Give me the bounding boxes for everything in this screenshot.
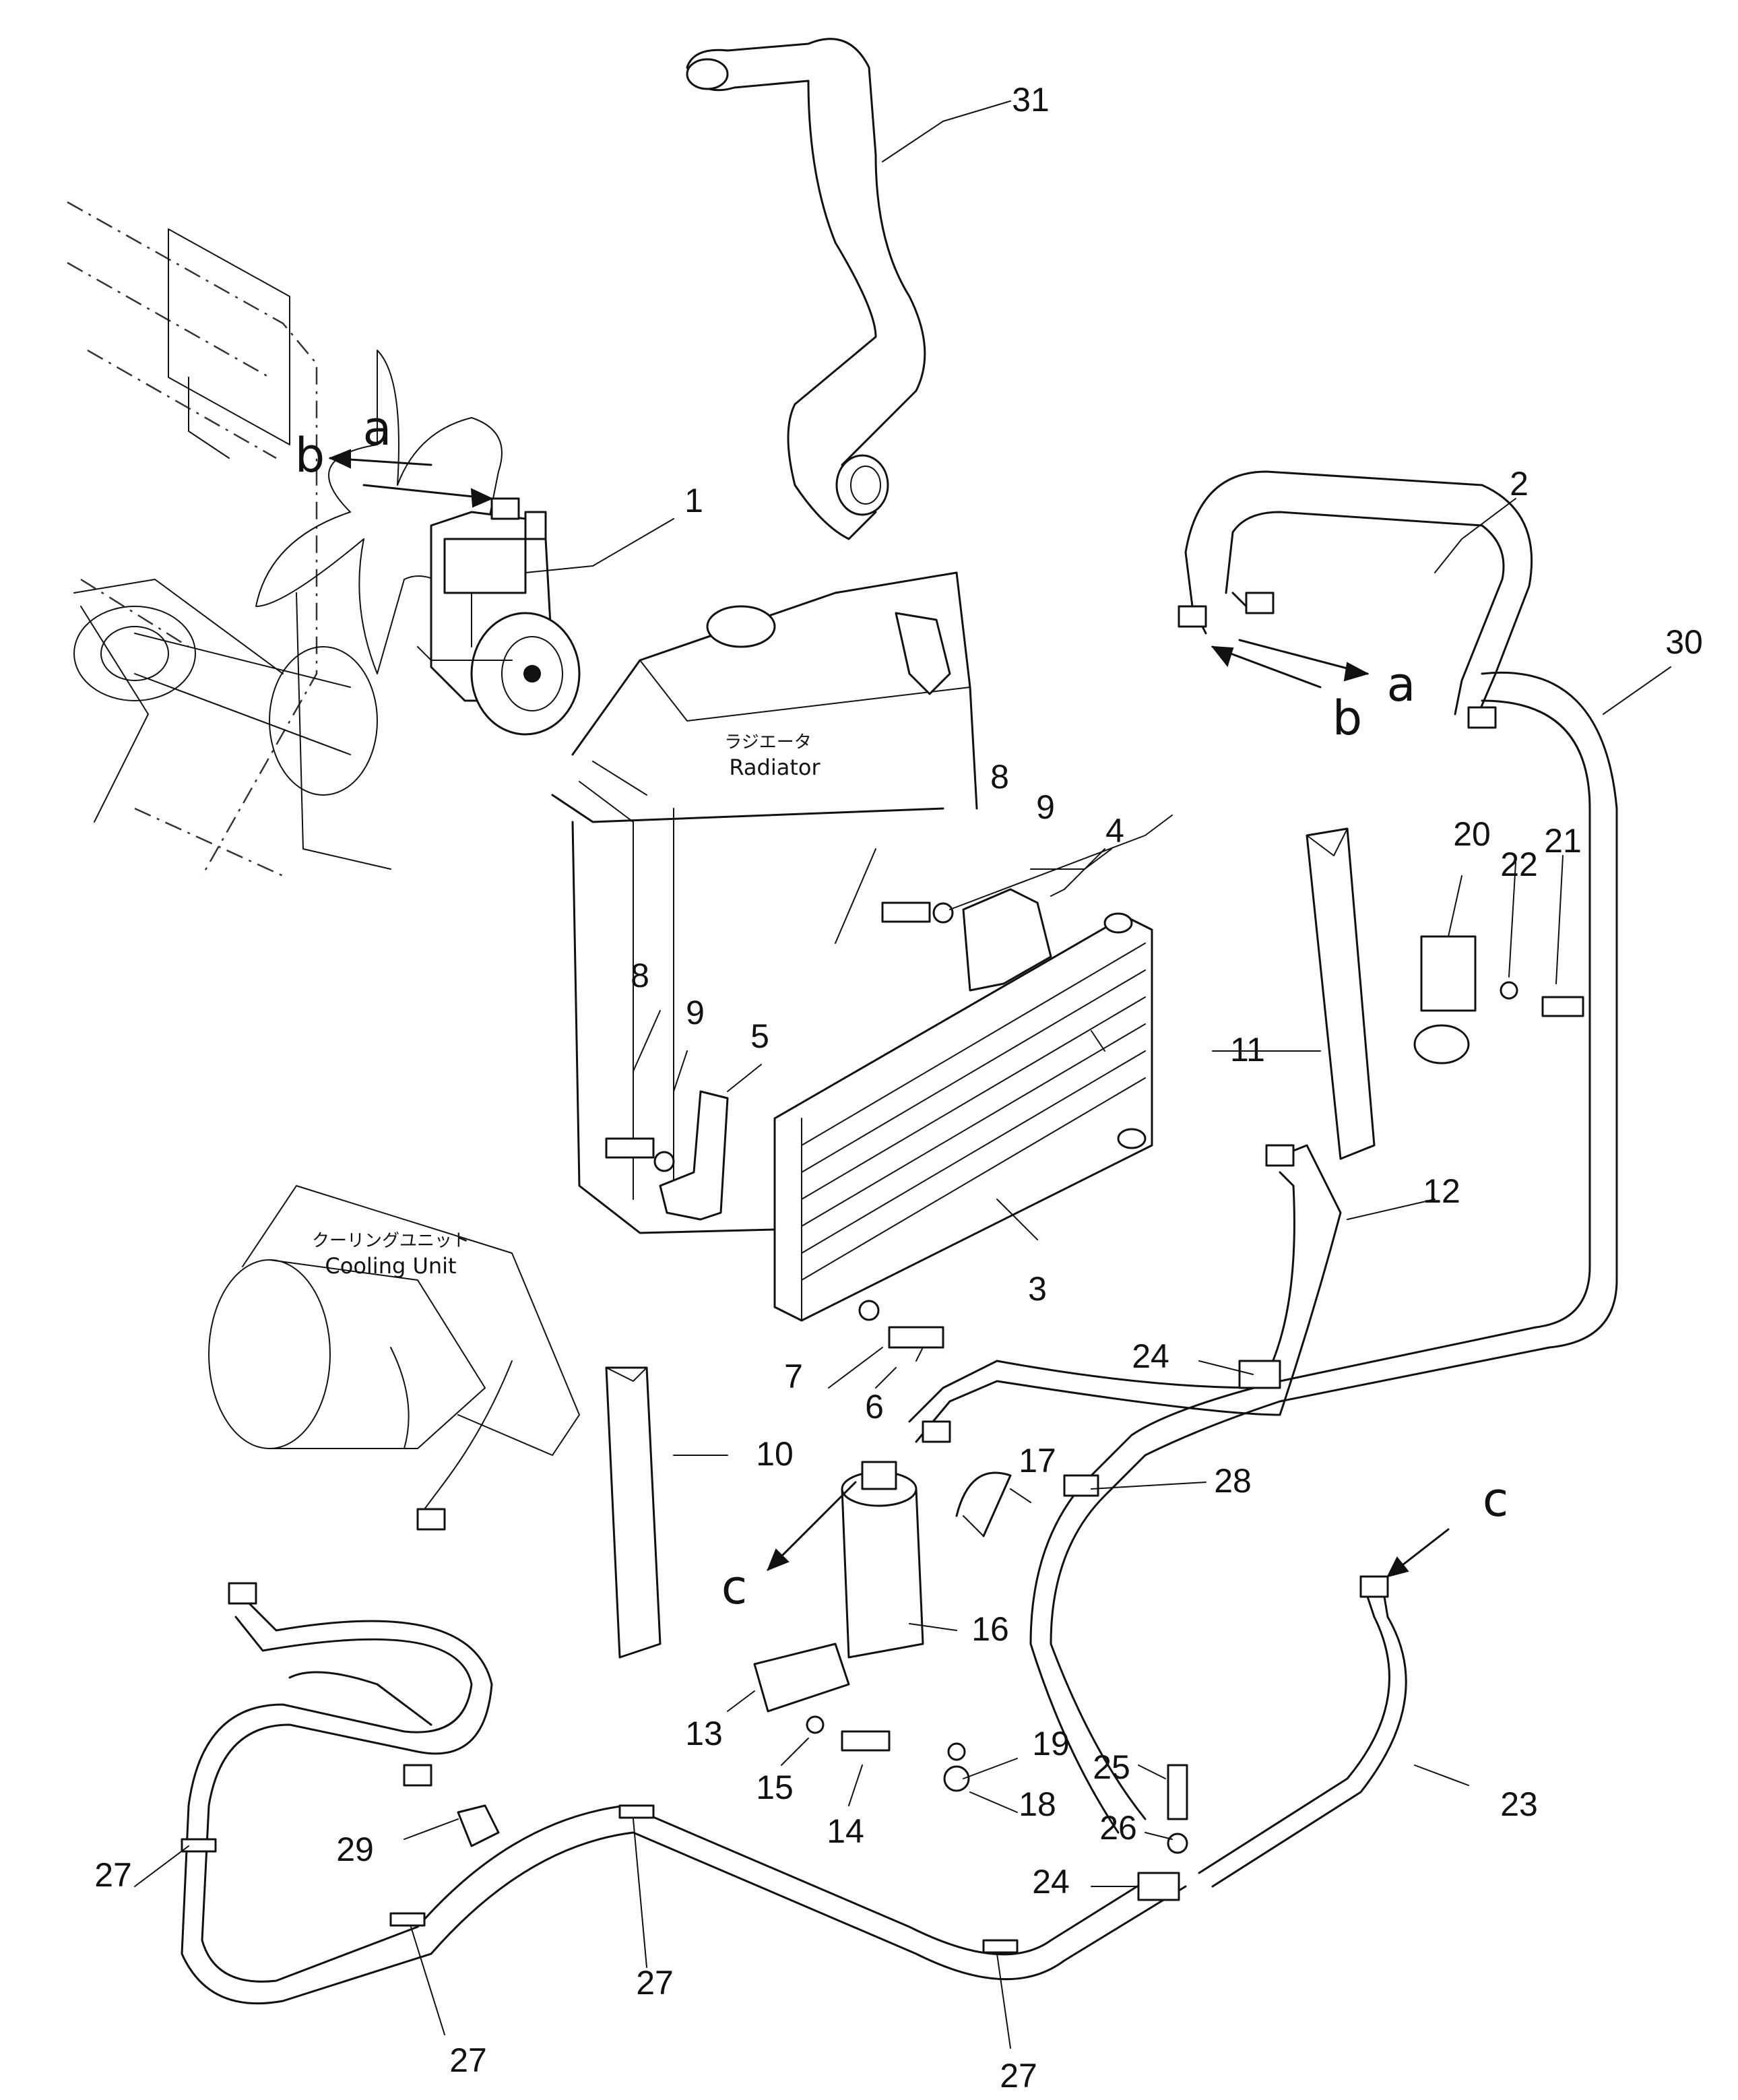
callout-9-upper: 9 — [1036, 788, 1055, 826]
hose-30 — [1029, 671, 1618, 1834]
connection-arrows — [328, 449, 1450, 1578]
letter-a-compressor: a — [363, 401, 392, 456]
callout-10: 10 — [756, 1435, 794, 1473]
letter-c-hose: c — [1483, 1472, 1509, 1527]
bracket-11 — [1306, 827, 1376, 1160]
callout-2: 2 — [1510, 465, 1528, 503]
callout-8-upper: 8 — [990, 758, 1009, 796]
condenser — [773, 912, 1153, 1322]
letter-c-drier: c — [721, 1560, 748, 1615]
callout-25: 25 — [1093, 1748, 1130, 1786]
callout-24-upper: 24 — [1132, 1337, 1169, 1375]
compressor — [417, 497, 581, 736]
hose-23 — [1198, 1575, 1407, 1888]
hose-clamps — [181, 1360, 1281, 1954]
letter-a-hose: a — [1387, 657, 1416, 712]
fasteners — [228, 592, 1584, 1854]
callout-12: 12 — [1423, 1172, 1460, 1210]
callout-30: 30 — [1665, 623, 1703, 661]
callout-29: 29 — [336, 1831, 374, 1868]
callout-14: 14 — [827, 1812, 864, 1850]
radiator-caption: Radiator — [729, 755, 820, 780]
bracket-13 — [753, 1643, 850, 1713]
radiator-hose — [686, 38, 926, 540]
callout-26: 26 — [1099, 1809, 1137, 1847]
hose-27-piping — [181, 1595, 1187, 2005]
callout-23: 23 — [1500, 1785, 1538, 1823]
callout-4: 4 — [1105, 812, 1124, 850]
callout-21: 21 — [1544, 822, 1582, 860]
hose-2 — [1184, 470, 1533, 722]
cooling-unit-phantom — [208, 1185, 580, 1510]
part-callouts: 1 2 3 4 5 6 7 8 8 9 9 10 11 12 13 14 15 … — [94, 81, 1703, 2095]
callout-18: 18 — [1019, 1785, 1056, 1823]
callout-11: 11 — [1230, 1031, 1265, 1069]
callout-24-lower: 24 — [1032, 1863, 1070, 1901]
bracket-4 — [962, 888, 1052, 992]
letter-b-hose: b — [1332, 691, 1362, 746]
u-clamp — [955, 1471, 1012, 1537]
callout-8-lower: 8 — [631, 957, 649, 994]
callout-9-lower: 9 — [686, 994, 705, 1031]
callout-27-right: 27 — [1000, 2057, 1037, 2095]
radiator — [551, 571, 978, 1234]
engine-phantom — [67, 201, 503, 877]
bracket-5 — [659, 1090, 729, 1221]
callout-27-bottom: 27 — [449, 2041, 487, 2079]
cooling-unit-caption: Cooling Unit — [325, 1253, 456, 1279]
callout-20: 20 — [1453, 815, 1491, 853]
callout-15: 15 — [756, 1769, 794, 1806]
letter-b-compressor: b — [295, 428, 325, 483]
radiator-caption-jp: ラジエータ — [724, 732, 811, 753]
callout-27-left: 27 — [94, 1856, 132, 1894]
callout-6: 6 — [865, 1388, 884, 1426]
callout-16: 16 — [971, 1610, 1009, 1648]
callout-1: 1 — [684, 482, 703, 519]
callout-5: 5 — [750, 1017, 769, 1055]
leader-lines — [134, 100, 1671, 2049]
receiver-drier — [841, 1461, 924, 1659]
callout-31: 31 — [1012, 81, 1050, 119]
cooling-unit-caption-jp: クーリングユニット — [312, 1231, 470, 1251]
callout-27-middle: 27 — [636, 1964, 674, 2002]
callout-17: 17 — [1019, 1442, 1056, 1479]
callout-22: 22 — [1500, 846, 1538, 883]
callout-13: 13 — [685, 1715, 723, 1752]
bracket-10 — [605, 1366, 662, 1659]
callout-3: 3 — [1028, 1270, 1047, 1308]
callout-19: 19 — [1032, 1725, 1070, 1762]
callout-28: 28 — [1214, 1462, 1252, 1500]
callout-7: 7 — [784, 1358, 803, 1395]
